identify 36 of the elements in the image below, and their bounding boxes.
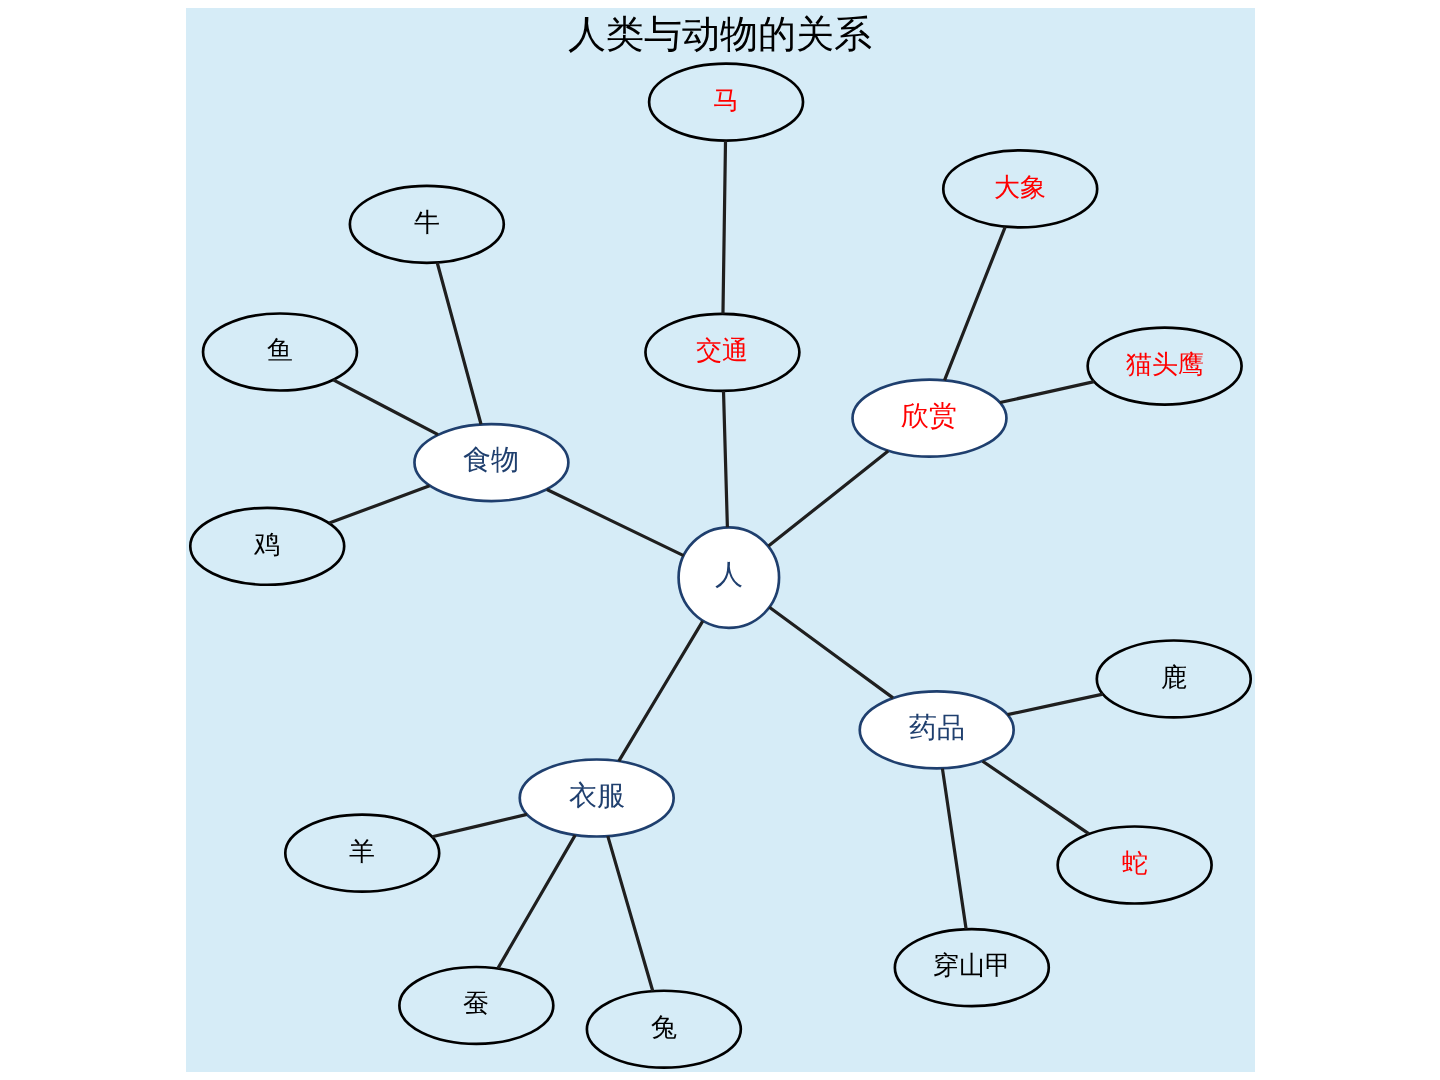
- node-ellipse: 交通: [643, 312, 801, 393]
- connector: [431, 812, 527, 839]
- connector: [616, 620, 704, 762]
- node-ellipse: 兔: [585, 989, 742, 1069]
- node-circle: 人: [676, 526, 780, 630]
- connector: [721, 390, 729, 528]
- connector: [940, 768, 968, 930]
- connector: [435, 262, 483, 425]
- node-ellipse: 穿山甲: [893, 927, 1050, 1008]
- connector: [605, 835, 654, 992]
- node-ellipse: 欣赏: [850, 378, 1008, 458]
- node-ellipse: 蛇: [1055, 825, 1213, 905]
- connector: [720, 140, 727, 314]
- diagram-title: 人类与动物的关系: [568, 11, 872, 57]
- node-ellipse: 鱼: [201, 312, 358, 392]
- node-ellipse: 蚕: [397, 965, 555, 1046]
- node-ellipse: 食物: [412, 422, 570, 503]
- node-ellipse: 大象: [941, 149, 1098, 229]
- node-ellipse: 鹿: [1094, 639, 1252, 719]
- connector: [1006, 692, 1103, 717]
- connector: [767, 606, 894, 700]
- node-ellipse: 药品: [857, 690, 1015, 770]
- node-ellipse: 鸡: [188, 506, 346, 587]
- node-ellipse: 马: [647, 62, 804, 142]
- connector: [332, 378, 439, 437]
- node-ellipse: 衣服: [517, 758, 675, 838]
- node-ellipse: 猫头鹰: [1085, 326, 1243, 406]
- connector: [766, 449, 889, 548]
- connector: [545, 488, 684, 558]
- connector: [981, 759, 1090, 836]
- connector: [328, 484, 430, 525]
- connector: [496, 834, 577, 970]
- connector: [999, 380, 1094, 405]
- node-ellipse: 牛: [348, 184, 505, 265]
- connector: [942, 226, 1007, 381]
- node-ellipse: 羊: [283, 813, 441, 893]
